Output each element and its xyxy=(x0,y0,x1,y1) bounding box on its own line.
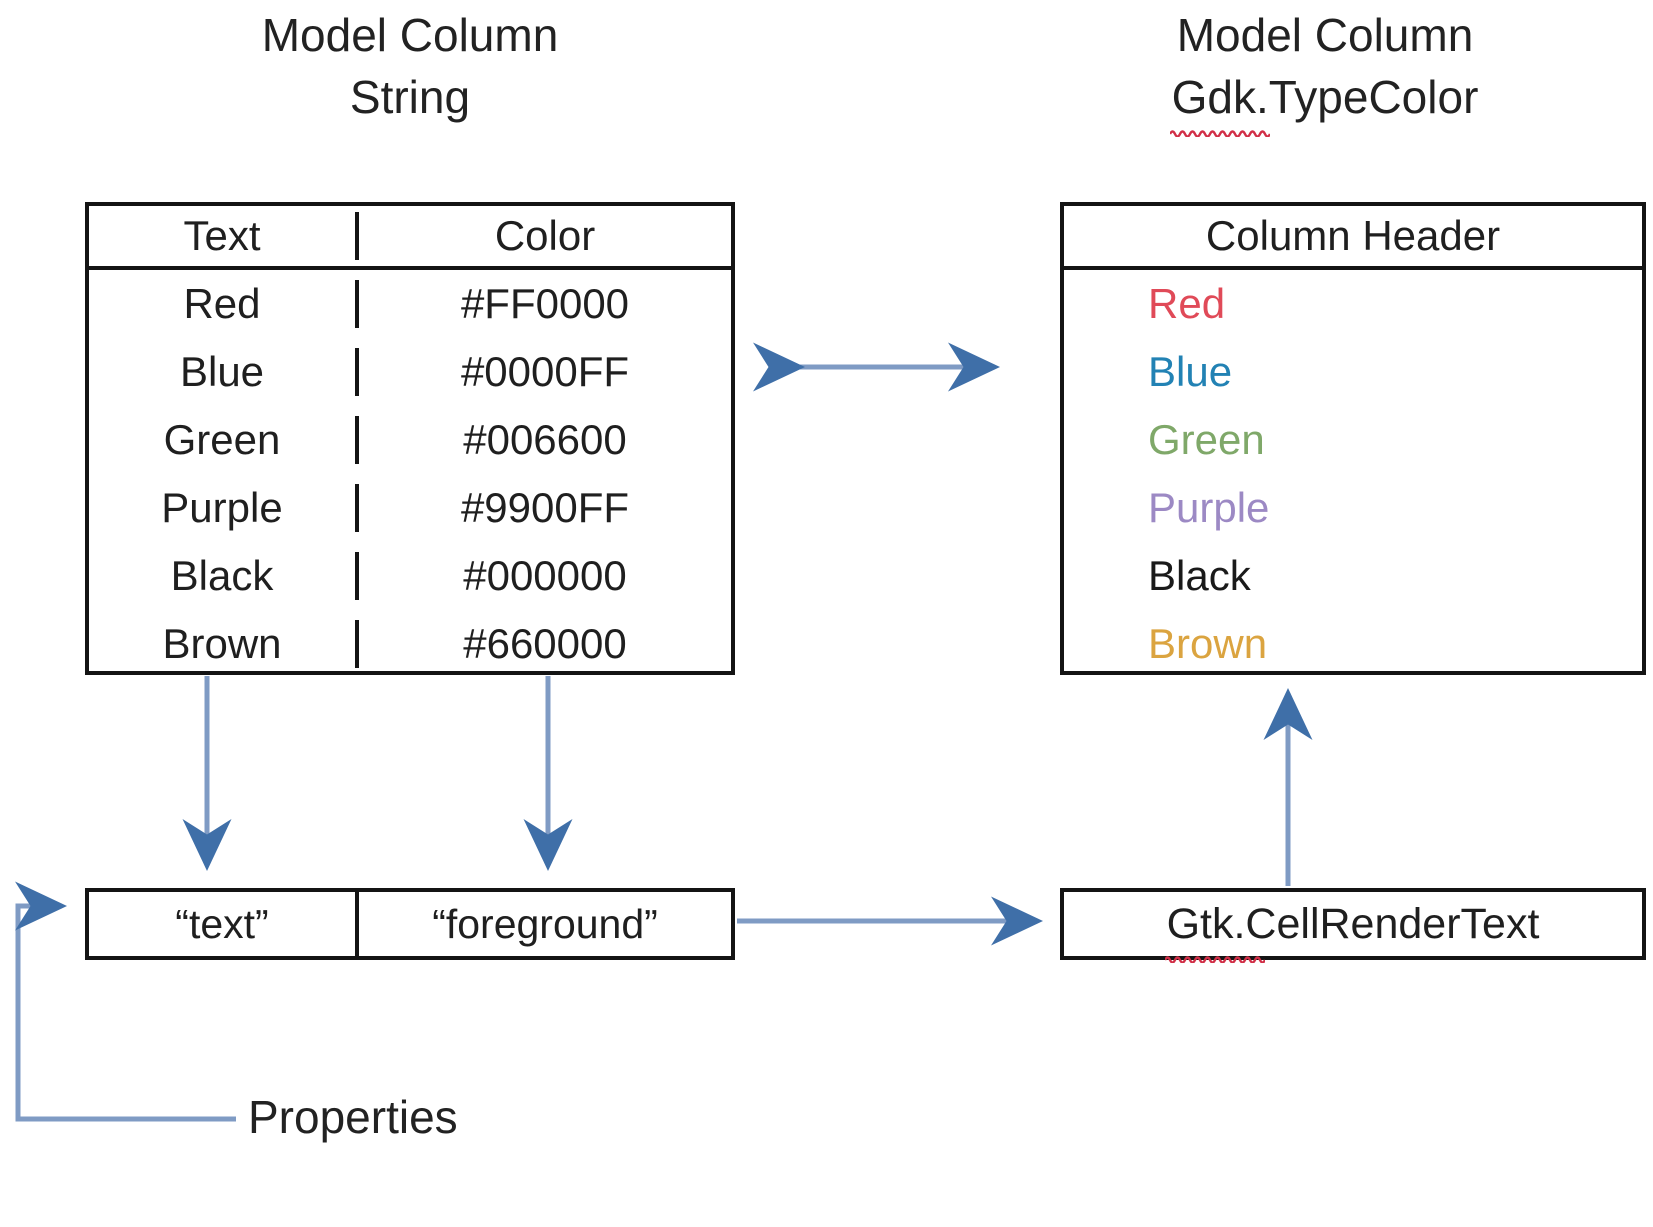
model-color-title-line1: Model Column xyxy=(1176,9,1474,61)
model-string-title: Model Column String xyxy=(85,4,735,128)
model-table: Text Color Red #FF0000 Blue #0000FF Gree… xyxy=(85,202,735,675)
view-column-table: Column Header Red Blue Green Purple Blac… xyxy=(1060,202,1646,675)
cell-renderer-label: Gtk.CellRenderText xyxy=(1166,899,1540,948)
properties-caption: Properties xyxy=(248,1091,458,1143)
cell-renderer-label-wrap: Gtk.CellRenderText xyxy=(1064,892,1642,956)
list-item: Purple xyxy=(1148,484,1270,531)
list-item: Black xyxy=(1148,552,1251,599)
table-row: Brown #660000 xyxy=(89,610,731,678)
model-table-header-text: Text xyxy=(89,212,359,260)
model-string-title-line2: String xyxy=(349,71,471,123)
list-item: Blue xyxy=(1148,348,1233,395)
table-row: Red #FF0000 xyxy=(89,270,731,338)
property-text: “text” xyxy=(89,892,359,956)
model-color-title-line2: Gdk.TypeColor xyxy=(1171,71,1479,123)
spellcheck-squiggle-icon xyxy=(1170,128,1270,137)
model-string-title-line1: Model Column xyxy=(261,9,559,61)
cell-renderer-box: Gtk.CellRenderText xyxy=(1060,888,1646,960)
model-cell-color: #FF0000 xyxy=(460,280,630,327)
table-row: Blue #0000FF xyxy=(89,338,731,406)
properties-box: “text” “foreground” xyxy=(85,888,735,960)
model-cell-color: #006600 xyxy=(463,416,627,463)
spellcheck-squiggle-icon xyxy=(1165,954,1265,963)
model-cell-color: #9900FF xyxy=(460,484,630,531)
list-item: Red xyxy=(1148,280,1226,327)
model-table-header-color: Color xyxy=(494,212,596,259)
model-cell-color: #0000FF xyxy=(460,348,630,395)
table-row: Green #006600 xyxy=(89,406,731,474)
model-cell-text: Green xyxy=(89,416,359,464)
view-table-column-header: Column Header xyxy=(1205,212,1501,259)
model-color-title: Model Column Gdk.TypeColor xyxy=(1005,4,1645,128)
model-cell-text: Brown xyxy=(89,620,359,668)
model-cell-text: Blue xyxy=(89,348,359,396)
view-table-header-row: Column Header xyxy=(1064,206,1642,270)
model-cell-color: #000000 xyxy=(463,552,627,599)
model-cell-color: #660000 xyxy=(463,620,627,667)
list-item: Green xyxy=(1148,416,1265,463)
table-row: Purple #9900FF xyxy=(89,474,731,542)
model-cell-text: Purple xyxy=(89,484,359,532)
model-cell-text: Black xyxy=(89,552,359,600)
table-row: Black #000000 xyxy=(89,542,731,610)
list-item: Brown xyxy=(1148,620,1268,667)
model-cell-text: Red xyxy=(89,280,359,328)
model-table-header-row: Text Color xyxy=(89,206,731,270)
property-foreground: “foreground” xyxy=(432,900,658,947)
